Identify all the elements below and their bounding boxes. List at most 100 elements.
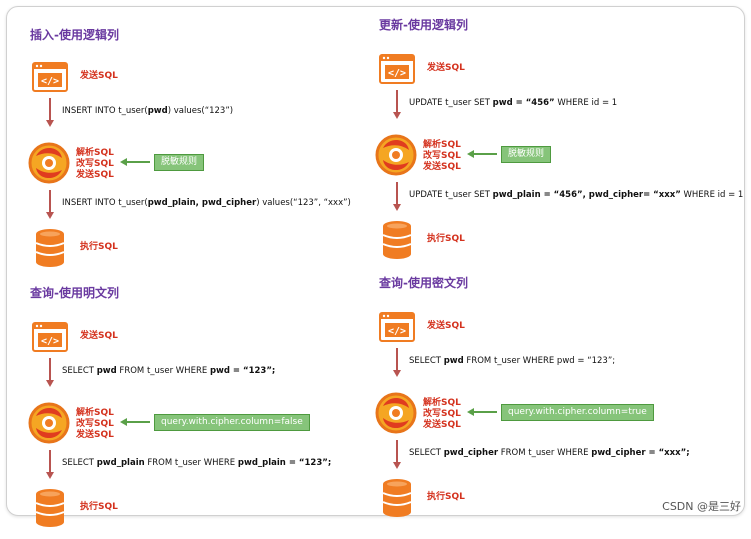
database-icon <box>382 221 412 259</box>
section-title: 更新-使用逻辑列 <box>379 18 468 32</box>
flow-arrow <box>46 190 54 219</box>
code-window-icon: </> <box>379 54 415 84</box>
svg-text:</>: </> <box>388 68 406 79</box>
process-labels: 解析SQL 改写SQL 发送SQL <box>76 408 114 441</box>
sql-statement-original: INSERT INTO t_user(pwd) values(“123”) <box>62 106 233 116</box>
send-sql-label: 发送SQL <box>427 63 465 73</box>
sql-part: INSERT INTO t_user( <box>62 106 148 116</box>
send-sql-label: 发送SQL <box>80 71 118 81</box>
sql-bold-part: pwd <box>147 106 168 116</box>
flow-arrow <box>393 90 401 119</box>
sql-part: SELECT <box>62 458 97 468</box>
rewrite-sql-label: 改写SQL <box>423 409 461 419</box>
rule-arrow <box>120 158 150 166</box>
sql-bold-part: pwd <box>96 366 117 376</box>
rule-arrow <box>467 150 497 158</box>
flow-arrow <box>46 98 54 127</box>
sql-bold-part: pwd = “456” <box>492 98 555 108</box>
database-icon <box>382 479 412 517</box>
sql-statement-rewritten: SELECT pwd_plain FROM t_user WHERE pwd_p… <box>62 458 331 468</box>
flow-section-4: 查询-使用密文列 </> 发送SQL SELECT pwd FROM t_use… <box>355 268 730 529</box>
rule-box: 脱敏规则 <box>154 154 205 171</box>
sql-part: INSERT INTO t_user( <box>62 198 148 208</box>
sql-part: SELECT <box>409 356 444 366</box>
sql-statement-original: SELECT pwd FROM t_user WHERE pwd = “123”… <box>62 366 275 376</box>
code-window-icon: </> <box>32 62 68 92</box>
sql-statement-original: UPDATE t_user SET pwd = “456” WHERE id =… <box>409 98 617 108</box>
send-sql-label: 发送SQL <box>427 321 465 331</box>
section-title: 查询-使用密文列 <box>379 276 468 290</box>
forward-sql-label: 发送SQL <box>76 170 114 180</box>
sql-part: WHERE id = 1 <box>554 98 618 108</box>
shardingsphere-logo-icon <box>28 402 70 444</box>
section-title: 查询-使用明文列 <box>30 286 119 300</box>
shardingsphere-logo-icon <box>375 392 417 434</box>
diagram-frame <box>6 6 745 516</box>
watermark: CSDN @是三好 <box>662 500 741 513</box>
rewrite-sql-label: 改写SQL <box>76 159 114 169</box>
sql-part: FROM t_user WHERE <box>116 366 210 376</box>
sql-bold-part: pwd_plain = “123”; <box>237 458 332 468</box>
sql-bold-part: pwd <box>443 356 464 366</box>
parse-sql-label: 解析SQL <box>76 408 114 418</box>
flow-section-1: 插入-使用逻辑列 </> 发送SQL INSERT INTO t_user(pw… <box>8 18 383 279</box>
shardingsphere-logo-icon <box>375 134 417 176</box>
parse-sql-label: 解析SQL <box>423 140 461 150</box>
forward-sql-label: 发送SQL <box>76 430 114 440</box>
rule-box: 脱敏规则 <box>501 146 552 163</box>
svg-text:</>: </> <box>388 326 406 337</box>
sql-bold-part: pwd_plain <box>96 458 145 468</box>
rule-arrow <box>120 418 150 426</box>
sql-part: FROM t_user WHERE <box>498 448 592 458</box>
sql-bold-part: pwd_plain = “456”, pwd_cipher= “xxx” <box>492 190 681 200</box>
forward-sql-label: 发送SQL <box>423 420 461 430</box>
shardingsphere-logo-icon <box>28 142 70 184</box>
sql-part: UPDATE t_user SET <box>409 190 493 200</box>
parse-sql-label: 解析SQL <box>423 398 461 408</box>
flow-arrow <box>393 440 401 469</box>
code-window-icon: </> <box>32 322 68 352</box>
rule-box: query.with.cipher.column=false <box>154 414 310 431</box>
rewrite-sql-label: 改写SQL <box>76 419 114 429</box>
code-window-icon: </> <box>379 312 415 342</box>
sql-part: FROM t_user WHERE <box>144 458 238 468</box>
execute-sql-label: 执行SQL <box>80 502 118 512</box>
flow-arrow <box>393 348 401 377</box>
rule-box: query.with.cipher.column=true <box>501 404 654 421</box>
execute-sql-label: 执行SQL <box>427 492 465 502</box>
process-labels: 解析SQL 改写SQL 发送SQL <box>423 140 461 173</box>
section-title: 插入-使用逻辑列 <box>30 28 119 42</box>
sql-part: ) values(“123”, “xxx”) <box>256 198 351 208</box>
sql-statement-rewritten: UPDATE t_user SET pwd_plain = “456”, pwd… <box>409 190 743 200</box>
sql-part: ) values(“123”) <box>167 106 234 116</box>
diagram-canvas: CSDN @是三好 插入-使用逻辑列 </> 发送SQL INSERT INTO… <box>6 6 745 527</box>
sql-statement-original: SELECT pwd FROM t_user WHERE pwd = “123”… <box>409 356 615 366</box>
flow-section-2: 更新-使用逻辑列 </> 发送SQL UPDATE t_user SET pwd… <box>355 10 743 271</box>
sql-bold-part: pwd_cipher <box>443 448 499 458</box>
svg-text:</>: </> <box>41 336 59 347</box>
flow-arrow <box>393 182 401 211</box>
flow-arrow <box>46 358 54 387</box>
sql-bold-part: pwd_plain, pwd_cipher <box>147 198 257 208</box>
process-labels: 解析SQL 改写SQL 发送SQL <box>76 148 114 181</box>
sql-part: SELECT <box>409 448 444 458</box>
sql-part: UPDATE t_user SET <box>409 98 493 108</box>
process-labels: 解析SQL 改写SQL 发送SQL <box>423 398 461 431</box>
rule-arrow <box>467 408 497 416</box>
execute-sql-label: 执行SQL <box>427 234 465 244</box>
sql-bold-part: pwd = “123”; <box>209 366 276 376</box>
parse-sql-label: 解析SQL <box>76 148 114 158</box>
sql-statement-rewritten: SELECT pwd_cipher FROM t_user WHERE pwd_… <box>409 448 690 458</box>
database-icon <box>35 489 65 527</box>
rewrite-sql-label: 改写SQL <box>423 151 461 161</box>
svg-text:</>: </> <box>41 76 59 87</box>
flow-section-3: 查询-使用明文列 </> 发送SQL SELECT pwd FROM t_use… <box>8 278 383 539</box>
sql-part: SELECT <box>62 366 97 376</box>
forward-sql-label: 发送SQL <box>423 162 461 172</box>
database-icon <box>35 229 65 267</box>
send-sql-label: 发送SQL <box>80 331 118 341</box>
flow-arrow <box>46 450 54 479</box>
sql-part: FROM t_user WHERE pwd = “123”; <box>463 356 616 366</box>
execute-sql-label: 执行SQL <box>80 242 118 252</box>
sql-statement-rewritten: INSERT INTO t_user(pwd_plain, pwd_cipher… <box>62 198 351 208</box>
